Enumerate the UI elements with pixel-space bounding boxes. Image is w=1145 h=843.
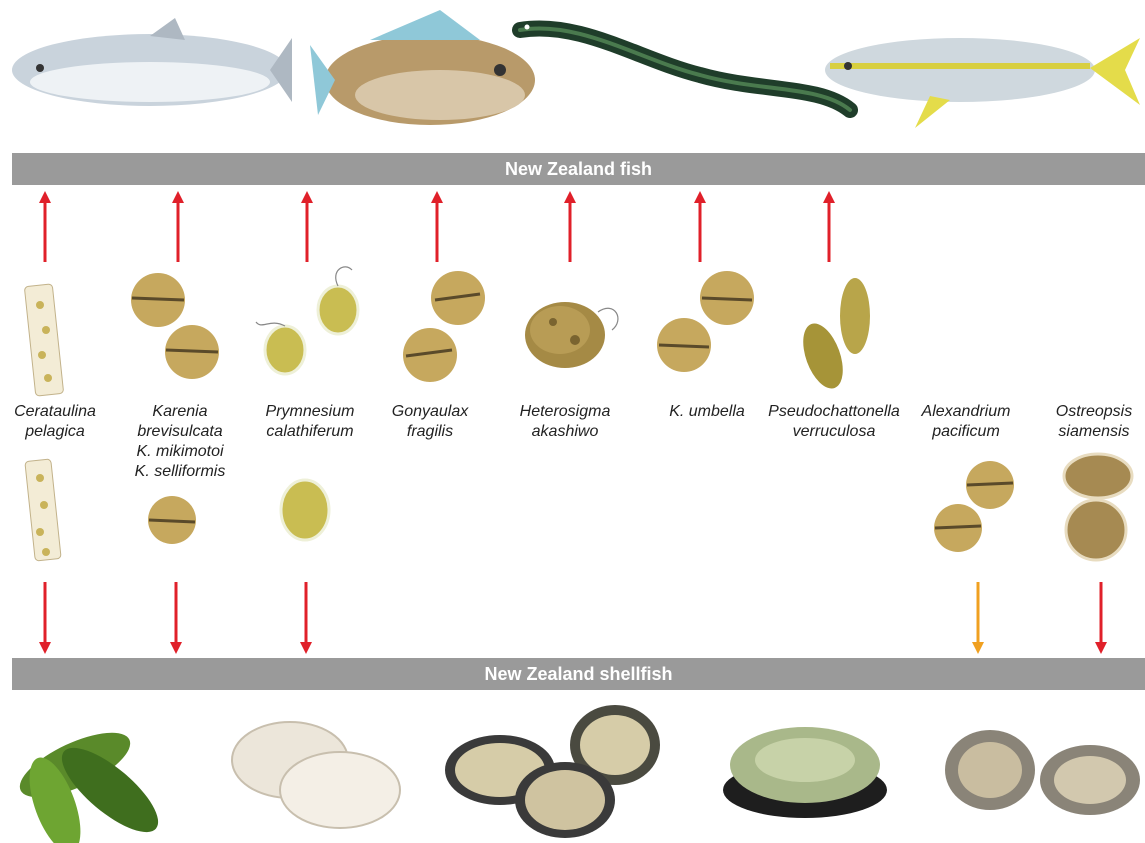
label-line: verruculosa: [759, 422, 909, 442]
label-heterosigma: Heterosigma akashiwo: [490, 402, 640, 442]
label-karenia: Karenia brevisulcata K. mikimotoi K. sel…: [105, 402, 255, 482]
flat-oyster-icon: [945, 730, 1140, 815]
prymnesium-lower-cell: [281, 480, 329, 540]
alexandrium-cells: [934, 461, 1014, 552]
fish-arrows: [45, 197, 829, 262]
k-umbella-cells: [657, 271, 754, 372]
prymnesium-cells: [256, 267, 358, 374]
karenia-cells: [131, 273, 219, 379]
label-pseudochattonella: Pseudochattonella verruculosa: [759, 402, 909, 442]
ostreopsis-cells: [1064, 454, 1132, 560]
gonyaulax-cells: [403, 271, 485, 382]
label-line: fragilis: [355, 422, 505, 442]
cerataulina-lower-cells: [25, 459, 61, 561]
label-line: K. mikimotoi: [105, 442, 255, 462]
salmon-icon: [12, 18, 292, 106]
label-gonyaulax: Gonyaulax fragilis: [355, 402, 505, 442]
green-lipped-mussel-icon: [11, 720, 170, 843]
label-line: Ostreopsis: [1019, 402, 1145, 422]
karenia-lower-cell: [148, 496, 196, 544]
label-line: akashiwo: [490, 422, 640, 442]
kingfish-icon: [825, 38, 1140, 128]
eel-icon: [520, 25, 850, 111]
label-line: brevisulcata: [105, 422, 255, 442]
label-line: Pseudochattonella: [759, 402, 909, 422]
label-ostreopsis: Ostreopsis siamensis: [1019, 402, 1145, 442]
shellfish-band: New Zealand shellfish: [12, 658, 1145, 690]
label-line: siamensis: [1019, 422, 1145, 442]
pseudochattonella-cells: [795, 278, 870, 394]
shellfish-arrows: [45, 582, 1101, 648]
pacific-oyster-icon: [445, 705, 660, 838]
snapper-icon: [310, 10, 535, 125]
label-line: Gonyaulax: [355, 402, 505, 422]
label-line: Heterosigma: [490, 402, 640, 422]
heterosigma-cell: [525, 302, 618, 368]
cerataulina-cells: [24, 284, 63, 396]
fish-band: New Zealand fish: [12, 153, 1145, 185]
clam-icon: [232, 722, 400, 828]
paua-icon: [723, 727, 887, 818]
label-line: K. selliformis: [105, 462, 255, 482]
label-line: Karenia: [105, 402, 255, 422]
